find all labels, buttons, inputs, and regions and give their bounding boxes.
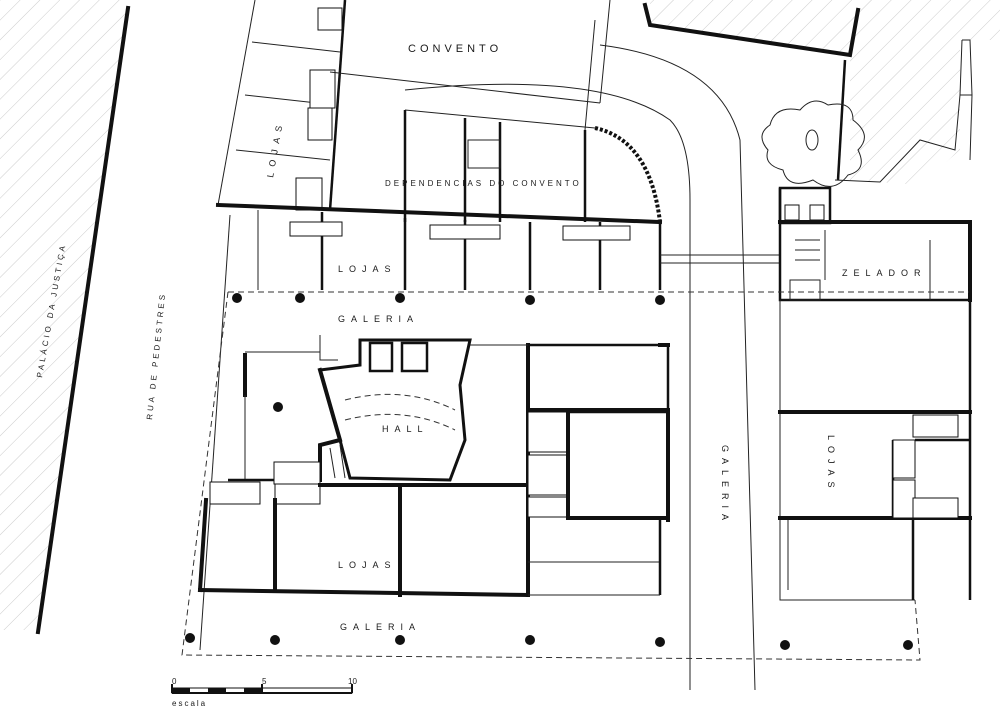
scale-tick-0: 0: [172, 677, 177, 686]
lojas-top-row: [215, 202, 663, 290]
tree-drawing: [761, 100, 865, 187]
label-zelador: ZELADOR: [842, 268, 927, 278]
label-galeria-vertical: GALERIA: [720, 445, 730, 526]
label-lojas-top: LOJAS: [338, 264, 397, 274]
label-lojas-center: LOJAS: [338, 560, 397, 570]
galeria-outline: [181, 291, 970, 661]
palacio-hatch-area: [0, 0, 131, 635]
main-building: [197, 335, 670, 598]
columns: [185, 293, 913, 650]
scale-tick-10: 10: [348, 677, 357, 686]
scale-caption: escala: [172, 699, 207, 708]
zelador-block: [778, 186, 972, 302]
label-dependencias: DEPENDENCIAS DO CONVENTO: [385, 179, 582, 188]
dependencias-block: [329, 0, 662, 223]
label-rua-de-pedestres: RUA DE PEDESTRES: [145, 292, 167, 421]
lojas-top-left-block: [217, 0, 347, 211]
pedestrian-paths: [199, 44, 780, 691]
label-convento: CONVENTO: [408, 43, 502, 55]
label-lojas-left: LOJAS: [265, 119, 285, 178]
label-lojas-right: LOJAS: [826, 435, 836, 494]
label-galeria-top: GALERIA: [338, 314, 419, 324]
lojas-right-block: [778, 222, 972, 601]
convento-hatch-area: [642, 0, 1000, 185]
label-galeria-bottom: GALERIA: [340, 622, 421, 632]
label-hall: HALL: [382, 424, 429, 434]
scale-bar: 0 5 10 escala: [171, 677, 357, 708]
scale-tick-5: 5: [262, 677, 267, 686]
